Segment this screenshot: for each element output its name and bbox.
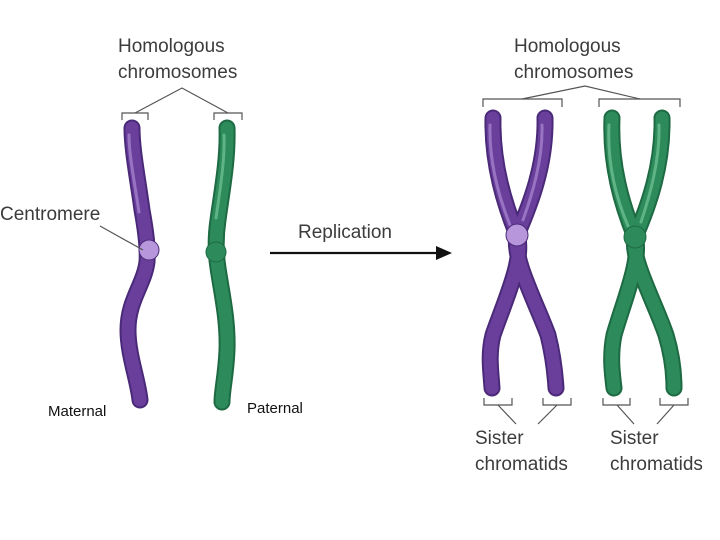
maternal-centromere: [138, 239, 160, 261]
right-heading-line2: chromosomes: [514, 62, 633, 83]
sister-bracket-left: [483, 398, 572, 425]
right-homolog-bracket: [482, 85, 681, 107]
sister-right-line1: Sister: [610, 428, 659, 449]
sister-right-line2: chromatids: [610, 454, 703, 475]
left-heading-line1: Homologous: [118, 36, 225, 57]
paternal-label: Paternal: [247, 400, 303, 417]
left-heading-line2: chromosomes: [118, 62, 237, 83]
sister-bracket-right: [602, 398, 689, 425]
maternal-label: Maternal: [48, 403, 106, 420]
sister-left-line2: chromatids: [475, 454, 568, 475]
centromere-label: Centromere: [0, 204, 100, 225]
centromere-pointer: [99, 225, 144, 251]
maternal-chromosome: [119, 119, 160, 409]
paternal-centromere: [205, 241, 227, 263]
sister-left-line1: Sister: [475, 428, 524, 449]
paternal-replicated-centromere: [623, 225, 647, 249]
maternal-replicated-centromere: [505, 223, 529, 247]
paternal-chromosome: [205, 119, 236, 411]
paternal-replicated-chromosome: [603, 109, 683, 397]
right-heading-line1: Homologous: [514, 36, 621, 57]
replication-arrow: [270, 246, 452, 260]
replication-label: Replication: [298, 222, 392, 243]
maternal-replicated-chromosome: [481, 109, 565, 397]
left-homolog-bracket: [121, 87, 243, 120]
